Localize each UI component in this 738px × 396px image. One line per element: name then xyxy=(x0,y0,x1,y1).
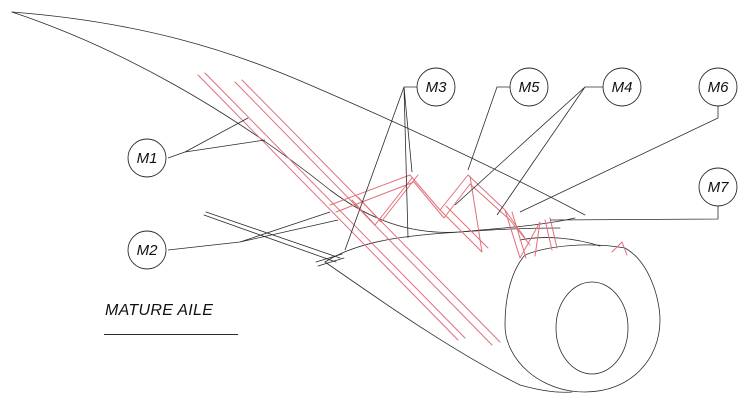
strut-diagonal-2 xyxy=(234,79,501,346)
strut-bracing-cross xyxy=(351,174,419,226)
wing-upper-surface xyxy=(11,11,576,233)
strut-bracing-rear xyxy=(504,209,541,259)
strut-bracing-mid xyxy=(439,175,489,253)
strut-zigzag-upper xyxy=(329,174,526,239)
strut-structure xyxy=(197,72,628,346)
callout-label-m3: M3 xyxy=(426,79,447,96)
leader-lines xyxy=(167,86,719,251)
nacelle-pylon xyxy=(519,237,601,247)
callout-label-m4: M4 xyxy=(612,79,633,96)
nacelle-body xyxy=(504,244,661,393)
callout-m2: M2 xyxy=(127,230,167,270)
callout-label-m6: M6 xyxy=(708,79,729,96)
wing-outline xyxy=(11,11,586,393)
title-underline xyxy=(104,334,238,335)
callout-label-m7: M7 xyxy=(708,179,729,196)
wing-leading-edge xyxy=(11,11,586,216)
strut-diagonal-1 xyxy=(197,72,466,341)
engine-nacelle xyxy=(504,237,661,393)
callout-label-m5: M5 xyxy=(519,79,540,96)
strut-nacelle-brace xyxy=(544,217,628,256)
nacelle-inlet xyxy=(555,281,629,375)
callout-label-m1: M1 xyxy=(137,150,158,167)
callout-m5: M5 xyxy=(509,67,549,107)
cable-line xyxy=(203,211,341,263)
drawing-title: MATURE AILE xyxy=(105,302,214,319)
callout-label-m2: M2 xyxy=(137,242,158,259)
wing-tip-edge xyxy=(315,253,345,267)
callout-m6: M6 xyxy=(698,67,738,107)
callout-m7: M7 xyxy=(698,167,738,207)
strut-zigzag-lower xyxy=(335,181,531,246)
callout-m1: M1 xyxy=(127,138,167,178)
wing-trailing-edge xyxy=(324,227,561,263)
callout-m4: M4 xyxy=(602,67,642,107)
callout-m3: M3 xyxy=(416,67,456,107)
wing-lower-surface xyxy=(324,261,573,393)
